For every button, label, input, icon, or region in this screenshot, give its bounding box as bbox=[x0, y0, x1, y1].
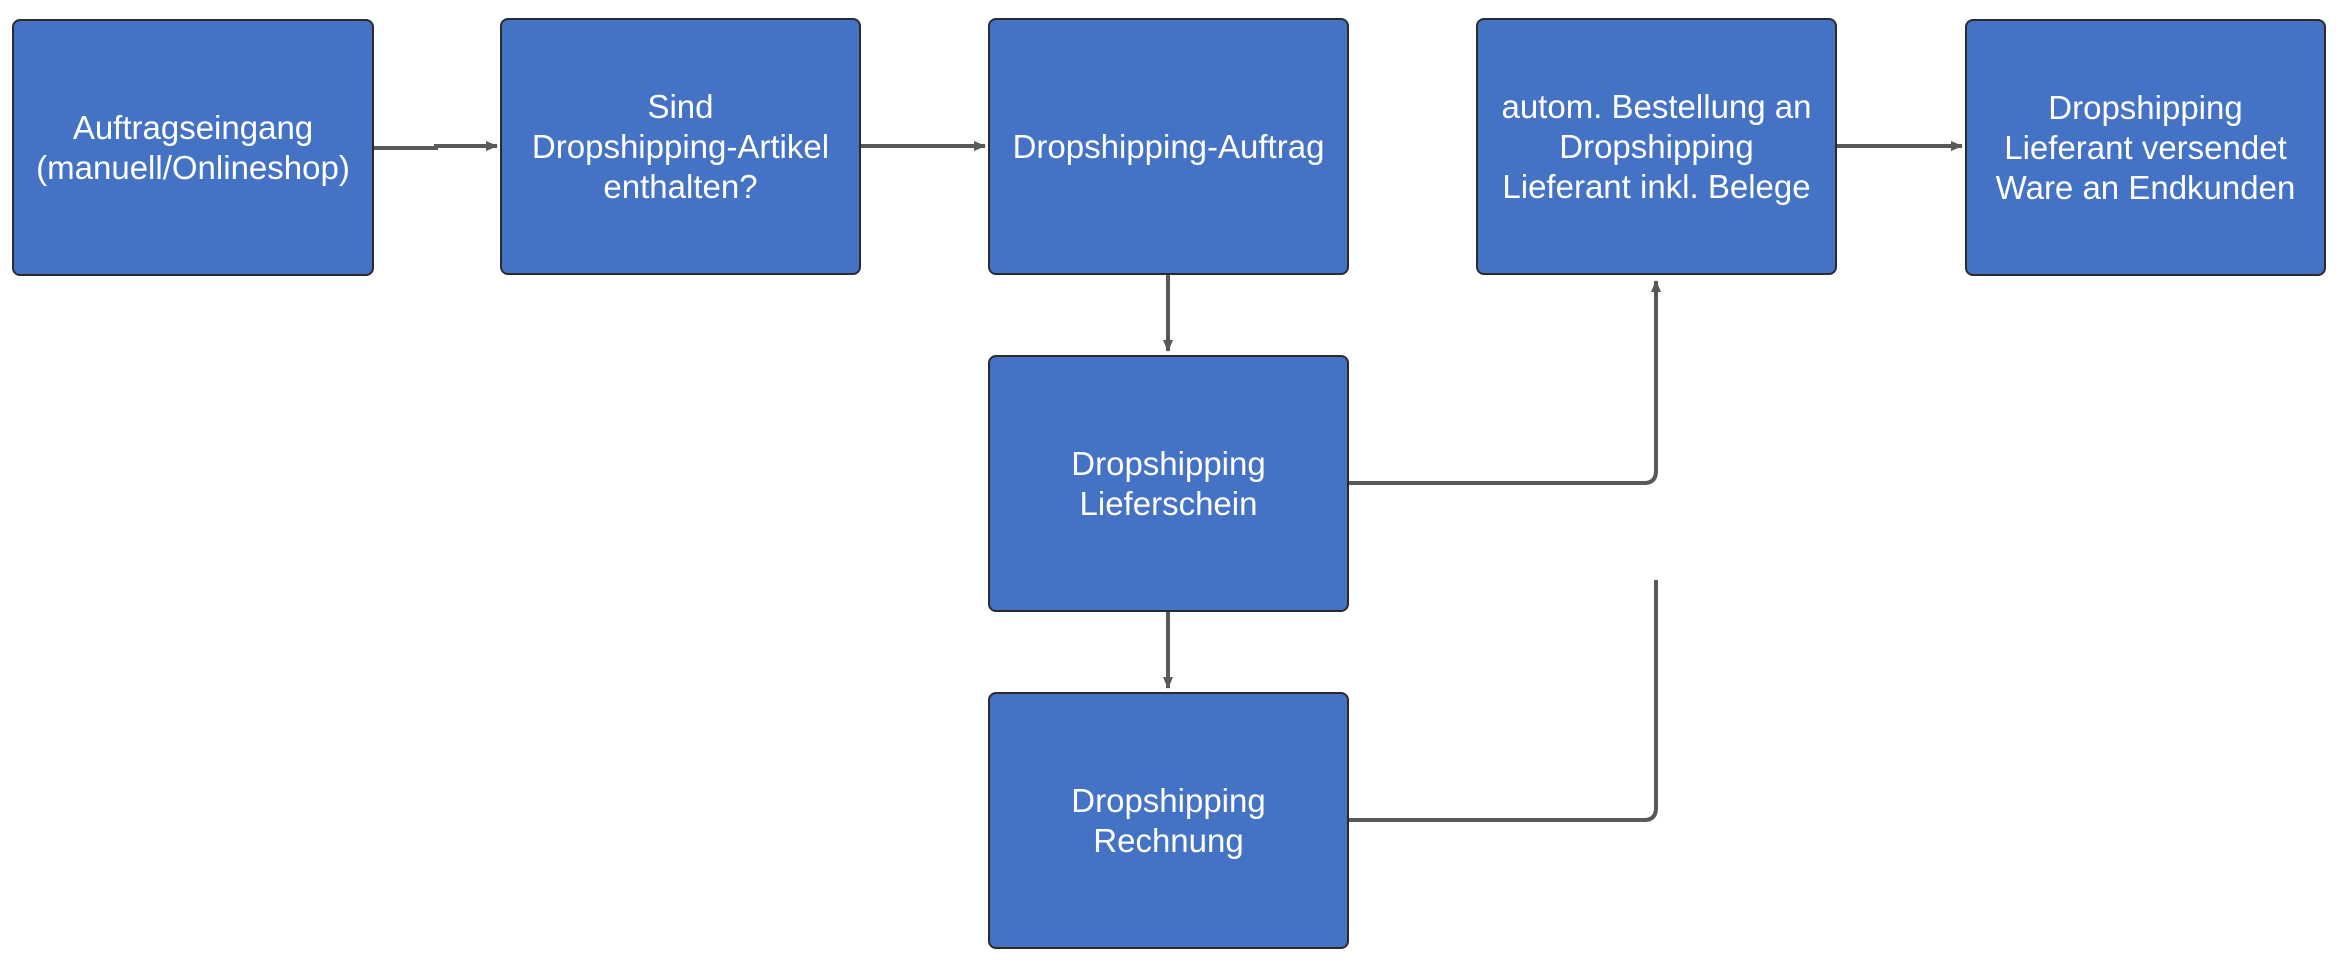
node-versand: Dropshipping Lieferant versendet Ware an… bbox=[1965, 19, 2326, 276]
node-auftragseingang: Auftragseingang (manuell/Onlineshop) bbox=[12, 19, 374, 276]
node-auftrag: Dropshipping-Auftrag bbox=[988, 18, 1349, 275]
node-auftrag-label: Dropshipping-Auftrag bbox=[1012, 127, 1325, 165]
edge-auftragseingang-to-pruefung bbox=[374, 141, 498, 151]
edge-rechnung-to-bestellung bbox=[1349, 580, 1658, 822]
node-pruefung-label: Sind Dropshipping-Artikel enthalten? bbox=[531, 87, 830, 205]
node-lieferschein: Dropshipping Lieferschein bbox=[988, 355, 1349, 612]
node-bestellung: autom. Bestellung an Dropshipping Liefer… bbox=[1476, 18, 1837, 275]
edge-lieferschein-to-bestellung bbox=[1349, 280, 1661, 485]
node-rechnung: Dropshipping Rechnung bbox=[988, 692, 1349, 949]
node-bestellung-label: autom. Bestellung an Dropshipping Liefer… bbox=[1501, 87, 1812, 205]
node-versand-label: Dropshipping Lieferant versendet Ware an… bbox=[1995, 88, 2296, 206]
node-lieferschein-label: Dropshipping Lieferschein bbox=[1071, 444, 1266, 522]
node-rechnung-label: Dropshipping Rechnung bbox=[1071, 781, 1266, 859]
node-pruefung: Sind Dropshipping-Artikel enthalten? bbox=[500, 18, 861, 275]
node-auftragseingang-label: Auftragseingang (manuell/Onlineshop) bbox=[36, 108, 350, 186]
